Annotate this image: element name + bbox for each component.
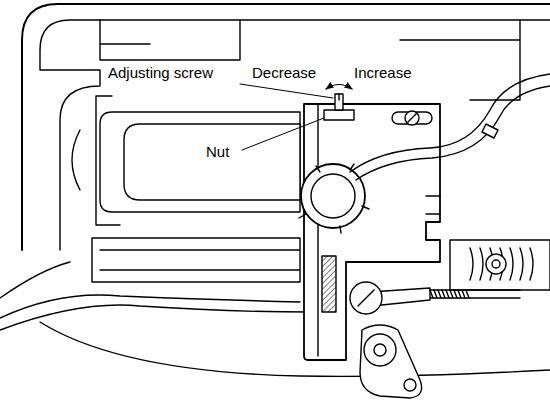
bracket xyxy=(304,104,440,360)
frame-lines xyxy=(100,20,520,100)
adjusting-screw xyxy=(335,94,343,110)
thread-stroke xyxy=(462,290,465,298)
rod xyxy=(92,238,300,282)
coil-turn xyxy=(480,248,483,280)
bracket-screw xyxy=(405,111,419,125)
rotation-arrow xyxy=(326,85,352,90)
lever-hub xyxy=(364,334,396,366)
lever-arm xyxy=(360,325,422,398)
spring-coil xyxy=(470,248,533,280)
thread-stroke xyxy=(434,290,437,298)
direction-label: Increase xyxy=(354,64,412,81)
direction-label: Decrease xyxy=(252,64,316,81)
hatched-plate xyxy=(322,256,336,312)
bearing-bore xyxy=(311,174,355,218)
lever-pivot xyxy=(350,282,382,314)
thread-stroke xyxy=(466,290,469,298)
cylinder-front xyxy=(124,124,300,200)
housing-outline xyxy=(22,4,550,250)
bracket-slot xyxy=(392,112,432,124)
thread-stroke xyxy=(450,290,453,298)
part-label: Adjusting screw xyxy=(108,64,213,81)
cable xyxy=(350,74,550,180)
bracket-edge xyxy=(318,104,440,356)
coil-turn xyxy=(510,248,513,280)
cable-clip xyxy=(482,124,498,138)
cylinder-end xyxy=(72,96,120,225)
link-thread xyxy=(430,290,469,298)
coil-turn xyxy=(530,248,533,280)
nut xyxy=(324,110,354,120)
thread-stroke xyxy=(454,290,457,298)
link-rod xyxy=(370,288,520,306)
leader-line xyxy=(242,118,324,150)
coil-turn xyxy=(470,248,473,280)
cylinder xyxy=(100,112,300,212)
bearing-ring xyxy=(301,164,365,228)
leader-line xyxy=(240,84,333,98)
part-label: Nut xyxy=(206,143,229,160)
thread-stroke xyxy=(446,290,449,298)
housing-inner xyxy=(40,20,550,250)
thread-stroke xyxy=(458,290,461,298)
thread-stroke xyxy=(442,290,445,298)
thread-stroke xyxy=(430,290,433,298)
spring-housing xyxy=(450,240,550,290)
thread-stroke xyxy=(438,290,441,298)
coil-turn xyxy=(520,248,523,280)
